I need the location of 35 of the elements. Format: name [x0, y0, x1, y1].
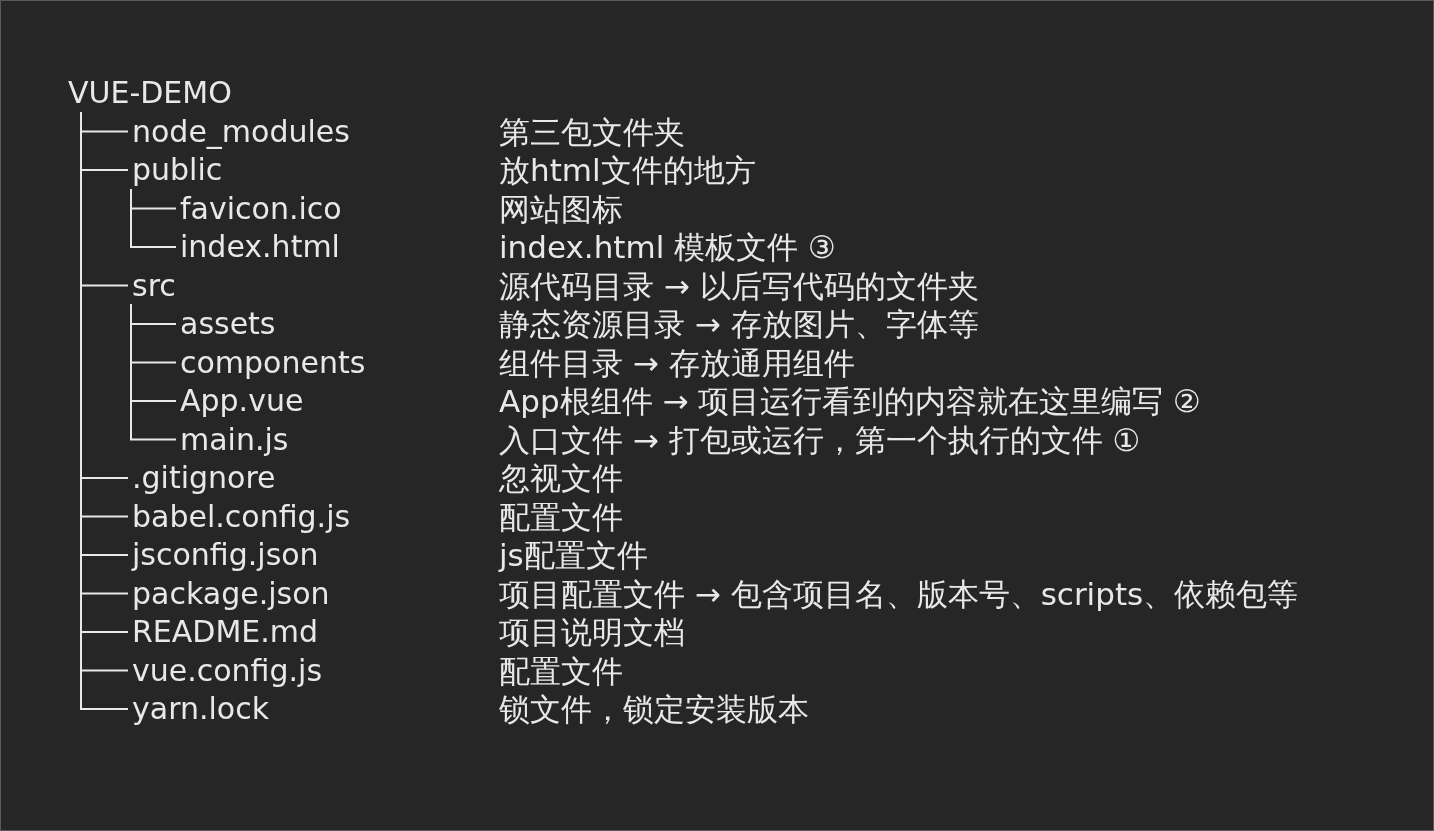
description-text: 组件目录 → 存放通用组件 [499, 343, 855, 382]
description-text: 配置文件 [499, 497, 623, 536]
description-text: js配置文件 [499, 536, 648, 574]
file-name: main.js [176, 420, 289, 459]
tree-branch-line [130, 188, 177, 248]
file-name: package.json [128, 574, 330, 613]
file-name: .gitignore [128, 459, 276, 497]
file-name: vue.config.js [128, 651, 323, 690]
tree-branch-line [130, 303, 177, 441]
description-text: 忽视文件 [499, 459, 623, 497]
description-text: 锁文件，锁定安装版本 [499, 690, 809, 728]
description-text: 网站图标 [499, 189, 623, 228]
description-text: 第三包文件夹 [499, 112, 685, 151]
description-text: 项目说明文档 [499, 613, 685, 651]
file-name: jsconfig.json [128, 536, 319, 574]
description-text: 源代码目录 → 以后写代码的文件夹 [499, 266, 979, 305]
description-text: App根组件 → 项目运行看到的内容就在这里编写 ② [499, 382, 1201, 420]
file-name: babel.config.js [128, 497, 351, 536]
file-name: src [128, 266, 176, 305]
description-text: 放html文件的地方 [499, 151, 756, 189]
description-text: 入口文件 → 打包或运行，第一个执行的文件 ① [499, 420, 1141, 459]
description-text: index.html 模板文件 ③ [499, 228, 836, 266]
file-name: index.html [176, 228, 340, 266]
file-name: public [128, 151, 223, 189]
file-name: README.md [128, 613, 319, 651]
file-name: favicon.ico [176, 189, 342, 228]
description-text: 项目配置文件 → 包含项目名、版本号、scripts、依赖包等 [499, 574, 1299, 613]
description-text: 配置文件 [499, 651, 623, 690]
description-text: 静态资源目录 → 存放图片、字体等 [499, 305, 979, 343]
file-name: node_modules [128, 112, 350, 151]
file-name: VUE-DEMO [64, 74, 232, 112]
file-name: components [176, 343, 366, 382]
file-name: yarn.lock [128, 690, 270, 728]
file-name: App.vue [176, 382, 304, 420]
file-name: assets [176, 305, 276, 343]
